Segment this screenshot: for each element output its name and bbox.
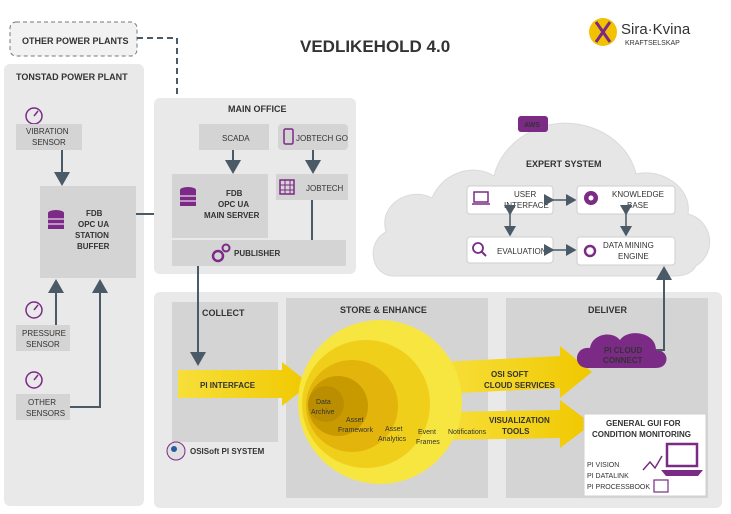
gui-item-2: PI DATALINK [587,473,629,480]
ring-event-1: Event [418,429,436,436]
pcc-line1: PI CLOUD [604,346,642,355]
buffer-line4: BUFFER [77,242,110,251]
other-sensors-line1: OTHER [28,398,56,407]
pi-cloud-connect-shape [576,333,667,368]
vibration-line2: SENSOR [32,138,66,147]
ring-asset-an-2: Analytics [378,436,407,443]
ring-asset-an-1: Asset [385,426,403,433]
deliver-title: DELIVER [588,305,628,315]
publisher-label: PUBLISHER [234,249,280,258]
gui-item-3: PI PROCESSBOOK [587,484,650,491]
pressure-line1: PRESSURE [22,329,66,338]
buffer-line3: STATION [75,231,109,240]
data-mining-box [576,236,676,266]
buffer-line2: OPC UA [78,220,109,229]
scada-label: SCADA [222,134,250,143]
server-line1: FDB [226,189,243,198]
ring-asset-fw-1: Asset [346,417,364,424]
other-sensors-line2: SENSORS [26,409,65,418]
other-power-plants-label: OTHER POWER PLANTS [22,36,129,46]
arrow [656,266,672,351]
osisoft-line1: OSI SOFT [491,370,528,379]
osisoft-line2: CLOUD SERVICES [484,381,556,390]
laptop-icon [661,442,703,476]
station-buffer: FDB OPC UA STATION BUFFER [40,186,136,278]
jobtech-go-box [278,124,348,150]
gears-icon [211,243,231,263]
vibration-line1: VIBRATION [26,127,69,136]
collect-title: COLLECT [202,308,245,318]
server-line3: MAIN SERVER [204,211,260,220]
gears-icon [583,244,597,258]
visualization-arrow [440,400,592,448]
ui-line1: USER [514,190,536,199]
logo-sub: KRAFTSELSKAP [625,40,680,47]
evaluation-label: EVALUATION [497,247,547,256]
gui-title-1: GENERAL GUI FOR [606,419,681,428]
table-icon [653,479,669,493]
dm-line2: ENGINE [618,252,649,261]
gauge-icon [25,371,43,389]
ring-event-2: Frames [416,439,440,446]
pi-rings [298,320,462,484]
pi-interface-arrow [178,362,310,406]
dm-line1: DATA MINING [603,241,654,250]
dashed-connector [137,37,185,170]
osisoft-label: OSISoft PI SYSTEM [190,447,265,456]
other-sensors: OTHER SENSORS [16,371,70,420]
jobtech-go-label: JOBTECH GO [296,134,348,143]
ring-data-archive-2: Archive [311,409,334,416]
gui-item-1: PI VISION [587,462,619,469]
viz-line2: TOOLS [502,427,530,436]
ring-data-archive-1: Data [316,399,331,406]
jobtech-box [276,174,348,200]
expert-system-title: EXPERT SYSTEM [526,159,602,169]
tonstad-title: TONSTAD POWER PLANT [16,72,128,82]
ui-line2: INTERFACE [504,201,549,210]
chart-icon [642,455,663,471]
store-title: STORE & ENHANCE [340,305,427,315]
main-office-title: MAIN OFFICE [228,104,287,114]
vibration-sensor: VIBRATION SENSOR [16,107,82,150]
kb-line2: BASE [627,201,648,210]
server-line2: OPC UA [218,200,249,209]
magnifier-icon [472,242,484,254]
aws-badge [518,116,548,132]
gui-box [583,413,707,497]
laptop-icon [473,191,489,203]
ring-asset-fw-2: Framework [338,427,374,434]
buffer-line1: FDB [86,209,103,218]
pressure-line2: SENSOR [26,340,60,349]
aws-label: AWS [524,122,540,129]
sira-kvina-logo: Sira·Kvina KRAFTSELSKAP [589,18,691,47]
grid-icon [279,179,295,195]
jobtech-label: JOBTECH [306,184,344,193]
scada-box [199,124,269,150]
viz-line1: VISUALIZATION [489,416,550,425]
database-icon [180,187,196,206]
ring-notifications: Notifications [448,429,487,436]
pi-interface-label: PI INTERFACE [200,381,256,390]
phone-icon [283,128,294,145]
pcc-line2: CONNECT [603,356,643,365]
osisoft-cloud-arrow [440,346,592,398]
publisher-box [172,240,346,266]
page-title: VEDLIKEHOLD 4.0 [300,37,450,56]
kb-line1: KNOWLEDGE [612,190,664,199]
gauge-icon [25,301,43,319]
pressure-sensor: PRESSURE SENSOR [16,301,70,351]
logo-name: Sira·Kvina [621,21,691,38]
database-icon [48,210,64,229]
arrow [70,279,108,408]
gui-title-2: CONDITION MONITORING [592,430,691,439]
